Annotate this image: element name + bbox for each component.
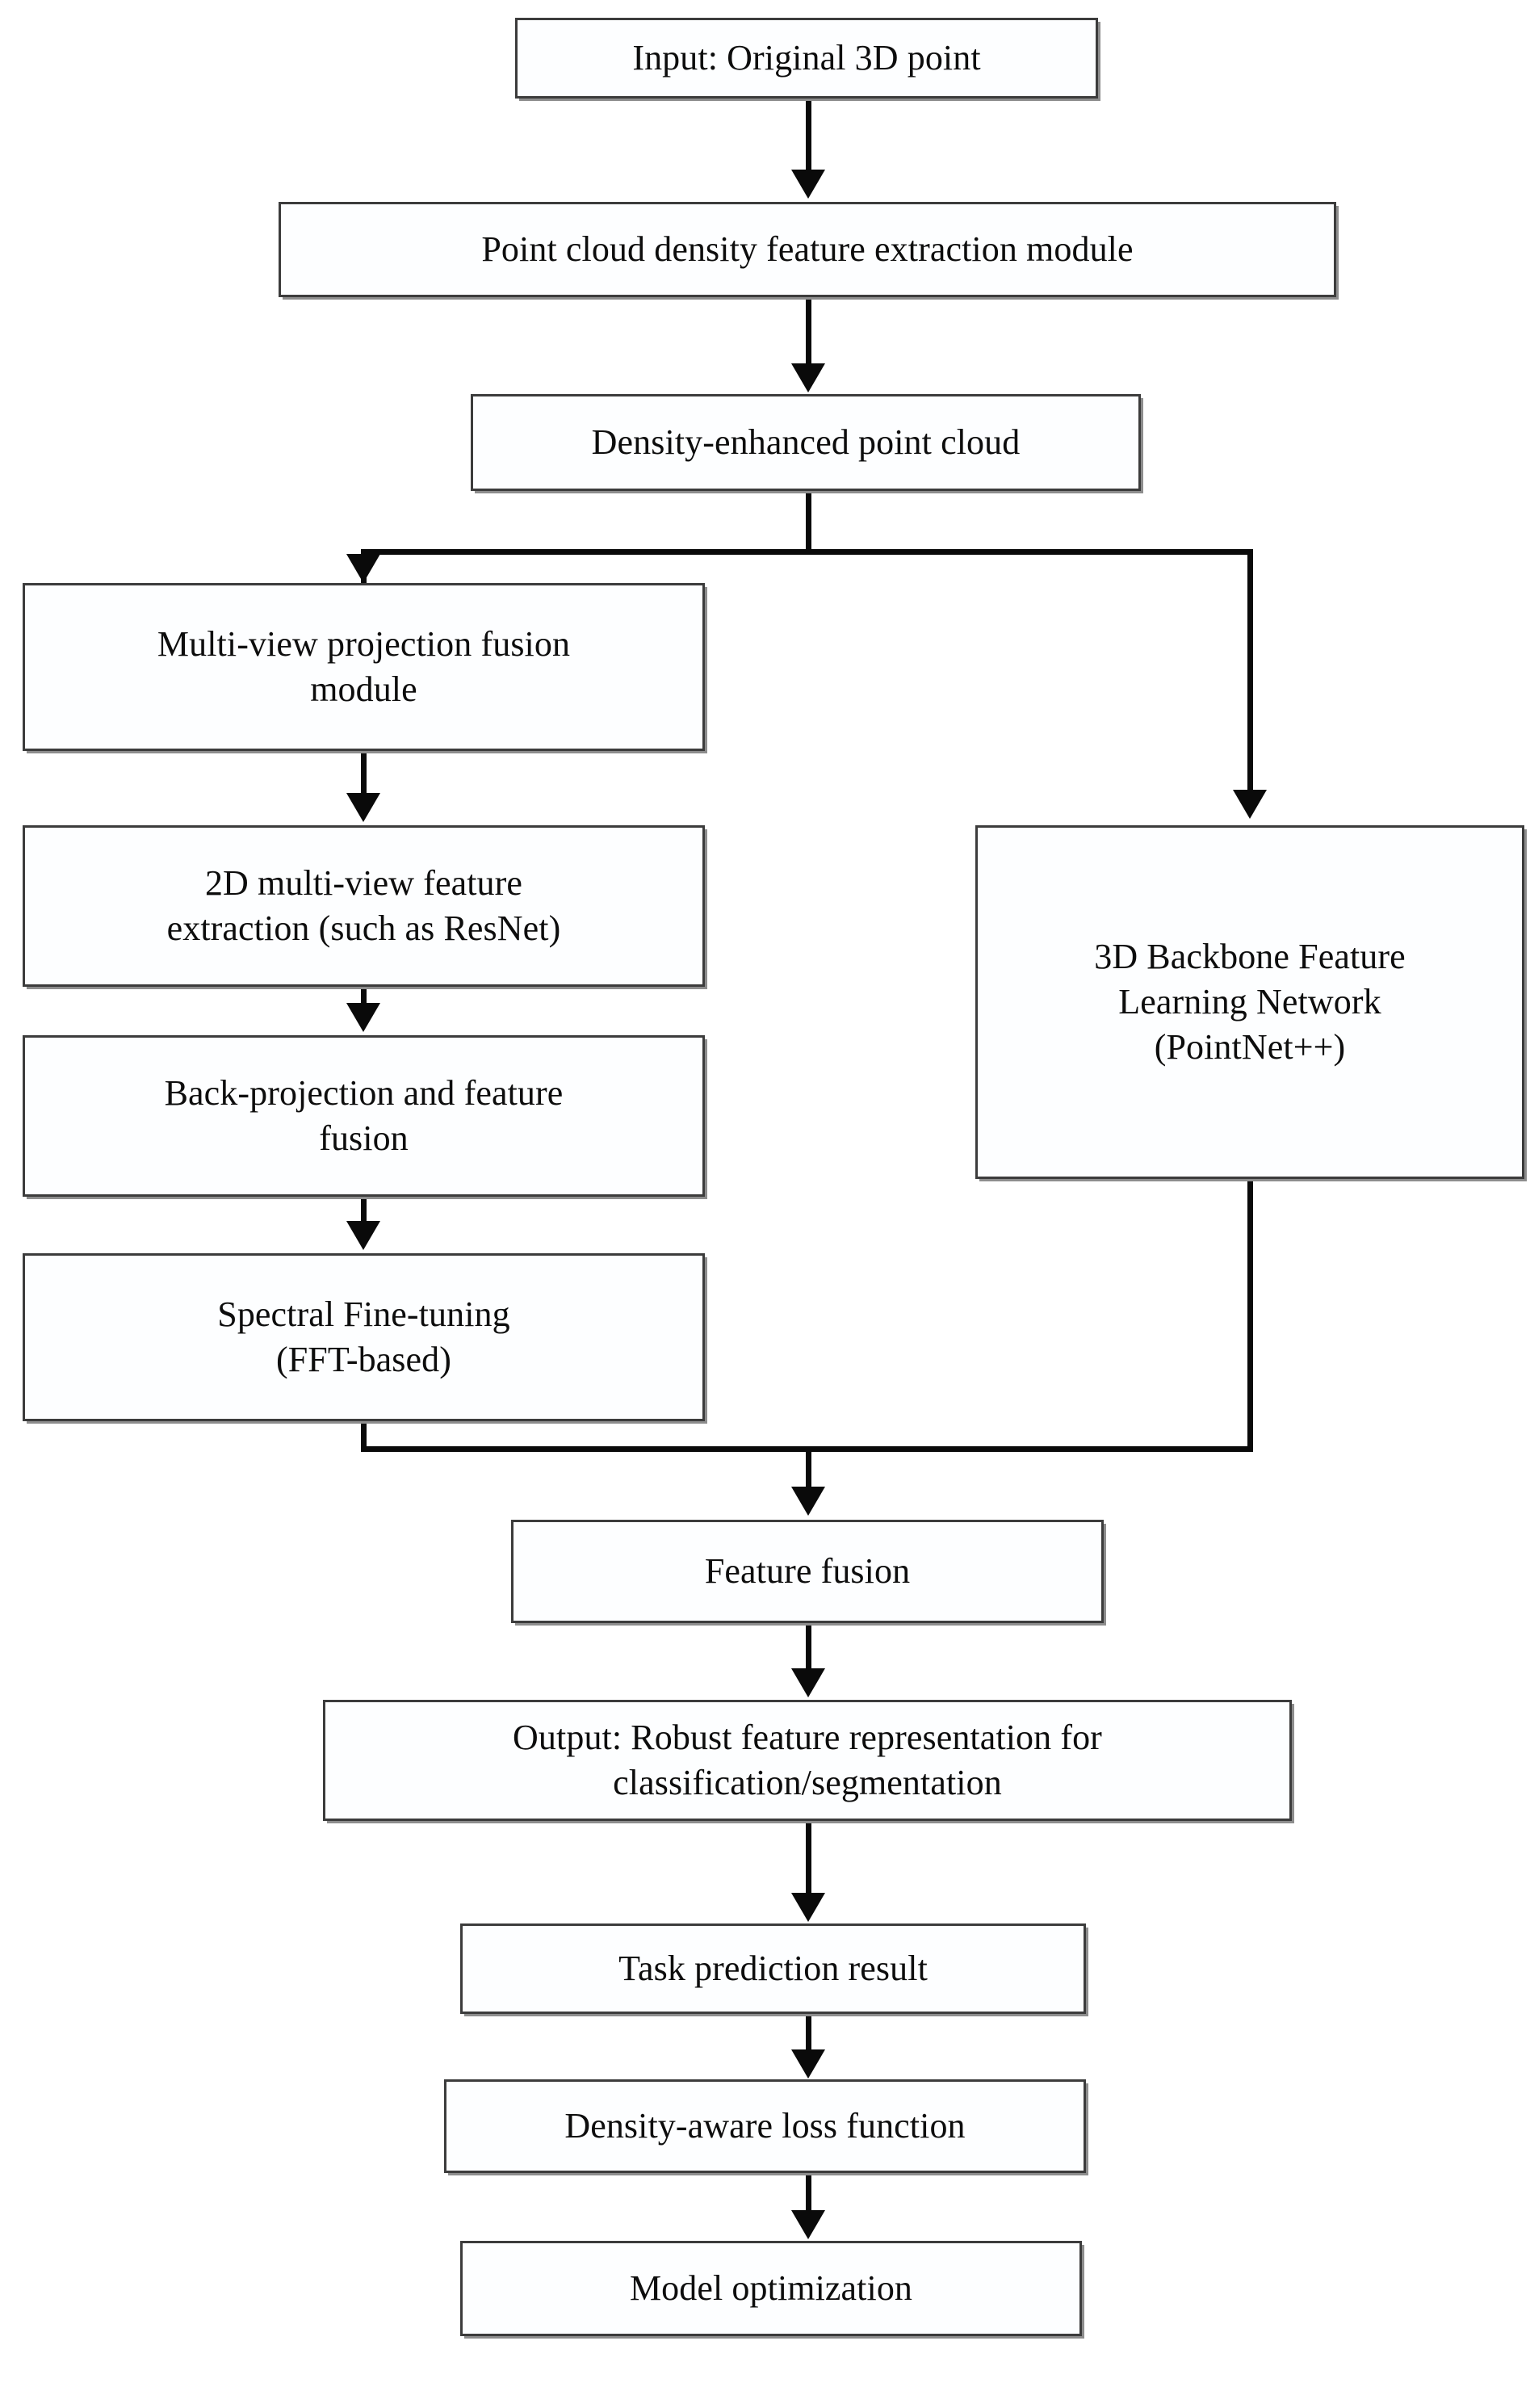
- node-back-projection-and-feature-fusion[interactable]: Back-projection and feature fusion: [23, 1035, 705, 1197]
- node-2d-multi-view-feature-extraction-label: 2D multi-view feature extraction (such a…: [166, 862, 561, 948]
- edge-split-left-arrowhead: [346, 554, 380, 583]
- node-task-prediction-result-label: Task prediction result: [618, 1948, 928, 1988]
- edge-density-module-to-cloud-arrowhead: [791, 363, 825, 392]
- edge-backprojection-to-spectral-arrowhead: [346, 1221, 380, 1250]
- node-3d-backbone-feature-learning-network-label: 3D Backbone Feature Learning Network (Po…: [1094, 936, 1406, 1068]
- edge-loss-to-modelopt-line: [806, 2173, 811, 2213]
- node-density-enhanced-point-cloud[interactable]: Density-enhanced point cloud: [471, 394, 1141, 491]
- node-back-projection-and-feature-fusion-label: Back-projection and feature fusion: [164, 1072, 564, 1158]
- node-model-optimization-label: Model optimization: [629, 2267, 913, 2308]
- node-task-prediction-result[interactable]: Task prediction result: [460, 1923, 1086, 2014]
- edge-split-right-arrowhead: [1233, 790, 1267, 819]
- edge-density-module-to-cloud-line: [806, 297, 811, 365]
- node-model-optimization[interactable]: Model optimization: [460, 2241, 1082, 2336]
- node-spectral-fine-tuning-label: Spectral Fine-tuning (FFT-based): [217, 1294, 510, 1379]
- edge-output-to-task-arrowhead: [791, 1893, 825, 1922]
- node-density-aware-loss-function[interactable]: Density-aware loss function: [444, 2079, 1086, 2173]
- edge-feat2d-to-backprojection-arrowhead: [346, 1003, 380, 1032]
- edge-input-to-density-module-arrowhead: [791, 170, 825, 199]
- edge-task-to-loss-arrowhead: [791, 2049, 825, 2079]
- edge-output-to-task-line: [806, 1821, 811, 1895]
- edge-split-stem: [806, 491, 811, 554]
- edge-fusion-to-output-line: [806, 1623, 811, 1672]
- edge-merge-left-line: [361, 1421, 367, 1452]
- node-density-aware-loss-function-label: Density-aware loss function: [564, 2105, 966, 2146]
- edge-split-right-line: [1247, 549, 1253, 791]
- node-density-enhanced-point-cloud-label: Density-enhanced point cloud: [591, 422, 1021, 462]
- edge-input-to-density-module-line: [806, 99, 811, 173]
- node-output-robust-feature-representation-label: Output: Robust feature representation fo…: [513, 1717, 1102, 1802]
- node-spectral-fine-tuning[interactable]: Spectral Fine-tuning (FFT-based): [23, 1253, 705, 1421]
- node-feature-fusion-label: Feature fusion: [704, 1550, 911, 1591]
- node-output-robust-feature-representation[interactable]: Output: Robust feature representation fo…: [323, 1700, 1292, 1821]
- node-multi-view-projection-fusion-module-label: Multi-view projection fusion module: [157, 623, 571, 709]
- node-density-feature-extraction-module[interactable]: Point cloud density feature extraction m…: [279, 202, 1336, 297]
- edge-feat2d-to-backprojection-line: [361, 987, 367, 1006]
- edge-task-to-loss-line: [806, 2014, 811, 2053]
- edge-merge-stem: [806, 1446, 811, 1490]
- node-input[interactable]: Input: Original 3D point: [515, 18, 1098, 99]
- node-density-feature-extraction-module-label: Point cloud density feature extraction m…: [481, 229, 1134, 269]
- edge-merge-to-feature-fusion-arrowhead: [791, 1487, 825, 1516]
- node-3d-backbone-feature-learning-network[interactable]: 3D Backbone Feature Learning Network (Po…: [975, 825, 1524, 1179]
- node-input-label: Input: Original 3D point: [632, 37, 981, 78]
- node-2d-multi-view-feature-extraction[interactable]: 2D multi-view feature extraction (such a…: [23, 825, 705, 987]
- edge-fusion-to-output-arrowhead: [791, 1668, 825, 1697]
- edge-merge-right-line: [1247, 1179, 1253, 1452]
- edge-multiview-to-feat2d-arrowhead: [346, 793, 380, 822]
- edge-split-bus: [361, 549, 1253, 555]
- node-feature-fusion[interactable]: Feature fusion: [511, 1520, 1104, 1623]
- edge-multiview-to-feat2d-line: [361, 751, 367, 796]
- node-multi-view-projection-fusion-module[interactable]: Multi-view projection fusion module: [23, 583, 705, 751]
- edge-backprojection-to-spectral-line: [361, 1197, 367, 1224]
- edge-loss-to-modelopt-arrowhead: [791, 2210, 825, 2239]
